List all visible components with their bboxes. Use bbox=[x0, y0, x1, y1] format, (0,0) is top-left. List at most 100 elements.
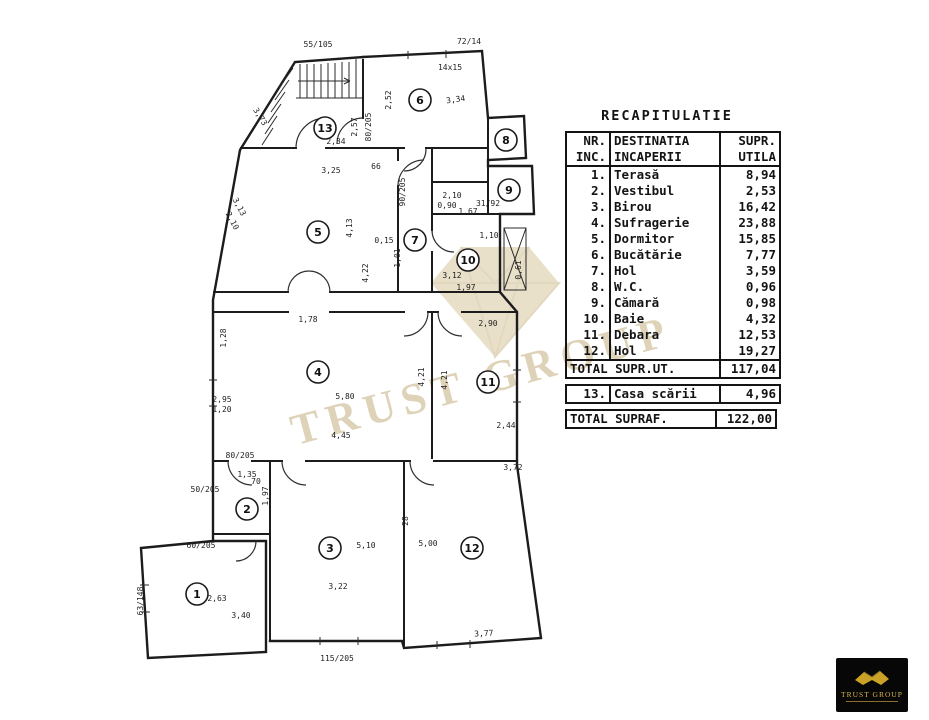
row-nr: 1. bbox=[566, 166, 611, 183]
row-area: 3,59 bbox=[745, 263, 776, 278]
dimension-label: 1,67 bbox=[458, 207, 477, 216]
door-arcs bbox=[227, 117, 463, 562]
row-name: Hol bbox=[610, 263, 721, 279]
room-number-text: 2 bbox=[243, 503, 251, 516]
dimension-label: 3,34 bbox=[445, 94, 466, 106]
dimension-label: 1,10 bbox=[479, 231, 498, 240]
room-number-text: 9 bbox=[505, 184, 513, 197]
row-nr: 4. bbox=[566, 215, 611, 231]
room-number-badge: 10 bbox=[456, 248, 480, 272]
dimension-label: 14x15 bbox=[438, 63, 462, 72]
row-nr: 12. bbox=[566, 343, 611, 360]
casa-scarii-row: 13. Casa scării 4,96 bbox=[566, 385, 780, 403]
dimension-label: 72/14 bbox=[457, 37, 481, 46]
dimension-label: 66 bbox=[371, 162, 381, 171]
duct-block bbox=[503, 227, 527, 291]
dimension-label: 80/205 bbox=[364, 112, 373, 141]
room-circle bbox=[408, 88, 432, 112]
row-nr: 5. bbox=[566, 231, 611, 247]
dimension-label: 50/205 bbox=[191, 485, 220, 494]
row-area: 0,98 bbox=[745, 295, 776, 310]
room-number-badge: 6 bbox=[408, 88, 432, 112]
room-number-badge: 11 bbox=[476, 370, 500, 394]
room-number-badge: 1 bbox=[185, 582, 209, 606]
dimension-label: 55/105 bbox=[304, 40, 333, 49]
room-number-text: 3 bbox=[326, 542, 334, 555]
room-circle bbox=[318, 536, 342, 560]
room-circle bbox=[306, 220, 330, 244]
dimension-label: 3,22 bbox=[328, 582, 347, 591]
room-number-text: 13 bbox=[317, 122, 332, 135]
casa-scarii-area: 4,96 bbox=[745, 386, 776, 401]
casa-scarii-name: Casa scării bbox=[610, 385, 721, 403]
row-nr: 2. bbox=[566, 183, 611, 199]
dimension-label: 0,61 bbox=[514, 260, 523, 279]
dimension-label: 90/205 bbox=[398, 177, 407, 206]
col-header-nr: NR.INC. bbox=[566, 132, 611, 167]
dimension-label: 1,35 bbox=[237, 470, 256, 479]
room-number-badge: 2 bbox=[235, 497, 259, 521]
row-area: 16,42 bbox=[738, 199, 776, 214]
dimension-label: 4,13 bbox=[345, 218, 354, 237]
stair-arrow bbox=[298, 77, 351, 85]
dimension-label: 2,95 bbox=[212, 395, 231, 404]
row-area: 12,53 bbox=[738, 327, 776, 342]
row-area: 2,53 bbox=[745, 183, 776, 198]
row-nr: 3. bbox=[566, 199, 611, 215]
row-area: 4,32 bbox=[745, 311, 776, 326]
walls bbox=[139, 49, 543, 660]
dimension-label: 31/92 bbox=[476, 199, 500, 208]
row-nr: 11. bbox=[566, 327, 611, 343]
dimension-label: 2,34 bbox=[326, 137, 345, 146]
row-name: Cămară bbox=[610, 295, 721, 311]
room-number-badge: 4 bbox=[306, 360, 330, 384]
total-util-value: 117,04 bbox=[720, 359, 780, 378]
table-row: 8.W.C.0,96 bbox=[566, 279, 780, 295]
row-area: 8,94 bbox=[745, 167, 776, 182]
handshake-icon bbox=[855, 670, 889, 685]
terrace-wall bbox=[139, 539, 268, 660]
row-area: 15,85 bbox=[738, 231, 776, 246]
gem-watermark-icon bbox=[431, 246, 562, 360]
col-header-supr: SUPR.UTILA bbox=[720, 132, 780, 167]
room-circle bbox=[306, 360, 330, 384]
dimension-label: 0,15 bbox=[374, 236, 393, 245]
window-marks bbox=[140, 50, 521, 649]
trust-group-logo: TRUST GROUP bbox=[836, 658, 908, 712]
recap-title: RECAPITULATIE bbox=[601, 108, 733, 124]
row-name: Dormitor bbox=[610, 231, 721, 247]
room-number-text: 12 bbox=[464, 542, 479, 555]
dimension-label: 2,90 bbox=[478, 319, 497, 328]
room-number-badge: 5 bbox=[306, 220, 330, 244]
dimension-label: 70 bbox=[251, 477, 261, 486]
casa-scarii-nr: 13. bbox=[566, 385, 611, 403]
row-nr: 6. bbox=[566, 247, 611, 263]
row-nr: 7. bbox=[566, 263, 611, 279]
dimension-label: 4,21 bbox=[417, 367, 426, 386]
total-util-label: TOTAL SUPR.UT. bbox=[566, 359, 721, 378]
wall-hatching bbox=[261, 67, 294, 146]
total-supraf-table: TOTAL SUPRAF. 122,00 bbox=[565, 409, 777, 429]
dimension-label: 3,25 bbox=[321, 166, 340, 175]
room-circle bbox=[494, 128, 518, 152]
room-number-text: 8 bbox=[502, 134, 510, 147]
room-number-badge: 7 bbox=[403, 228, 427, 252]
dimension-label: 1,28 bbox=[219, 328, 228, 347]
dimension-label: 3,72 bbox=[503, 463, 522, 472]
room-number-text: 10 bbox=[460, 254, 476, 267]
room-number-text: 5 bbox=[314, 226, 322, 239]
room-number-badge: 12 bbox=[460, 536, 484, 560]
room-number-text: 1 bbox=[193, 588, 201, 601]
dimension-label: 0,90 bbox=[437, 201, 456, 210]
